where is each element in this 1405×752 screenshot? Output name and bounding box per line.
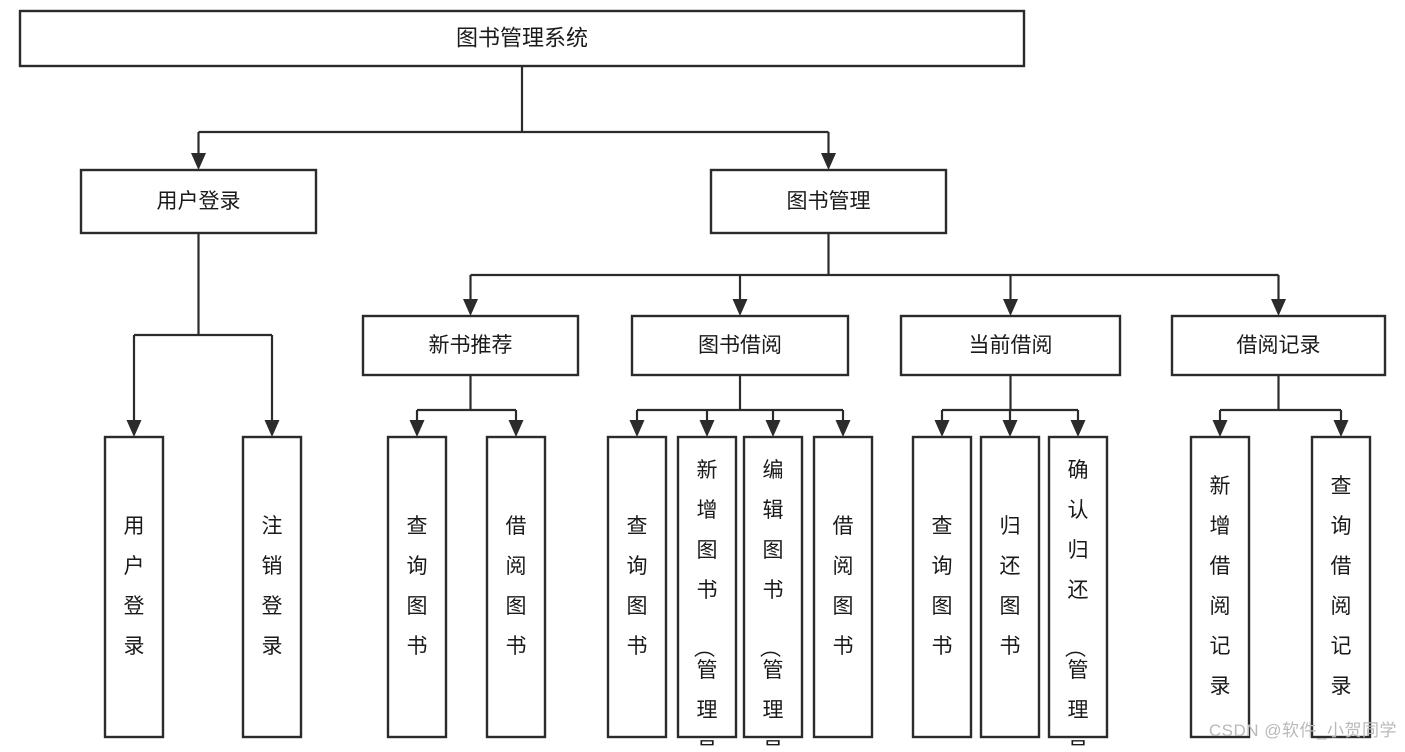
arrow-head-icon bbox=[765, 420, 781, 437]
node-label-current-borrow: 当前借阅 bbox=[969, 334, 1053, 357]
node-box-borrow-record[interactable] bbox=[1170, 314, 1387, 377]
node-label-user-logout: 注销登录 bbox=[262, 515, 283, 658]
node-box-user-logout[interactable] bbox=[241, 435, 303, 739]
node-label-undefined: 图书管理系统 bbox=[456, 25, 588, 50]
node-add-book-admin[interactable]: 新增图书（管理员） bbox=[676, 435, 738, 752]
node-query-book-1[interactable]: 查询图书 bbox=[386, 435, 448, 739]
node-user-logout[interactable]: 注销登录 bbox=[241, 435, 303, 739]
node-box-current-borrow[interactable] bbox=[899, 314, 1122, 377]
arrow-head-icon bbox=[821, 153, 836, 170]
watermark-label: CSDN @软件_小贺同学 bbox=[1208, 721, 1397, 740]
arrow-head-icon bbox=[934, 420, 950, 437]
node-box-add-borrow-record[interactable] bbox=[1189, 435, 1251, 739]
node-box-user-login[interactable] bbox=[79, 168, 318, 235]
node-label-borrow-record: 借阅记录 bbox=[1237, 334, 1321, 357]
node-box-new-book-recommend[interactable] bbox=[361, 314, 580, 377]
arrow-head-icon bbox=[191, 153, 206, 170]
arrow-head-icon bbox=[1002, 420, 1018, 437]
node-book-borrow[interactable]: 图书借阅 bbox=[630, 314, 850, 377]
connector-lines bbox=[126, 66, 1349, 437]
node-box-return-book[interactable] bbox=[979, 435, 1041, 739]
arrow-head-icon bbox=[126, 420, 142, 437]
node-box-query-borrow-record[interactable] bbox=[1310, 435, 1372, 739]
arrow-head-icon bbox=[463, 299, 478, 316]
node-borrow-book-2[interactable]: 借阅图书 bbox=[812, 435, 874, 739]
node-confirm-return-admin[interactable]: 确认归还（管理员） bbox=[1047, 435, 1109, 752]
arrow-head-icon bbox=[1271, 299, 1286, 316]
node-borrow-book-1[interactable]: 借阅图书 bbox=[485, 435, 547, 739]
arrow-head-icon bbox=[1333, 420, 1349, 437]
node-box-borrow-book-2[interactable] bbox=[812, 435, 874, 739]
arrow-head-icon bbox=[835, 420, 851, 437]
arrow-head-icon bbox=[264, 420, 280, 437]
node-box-confirm-return-admin[interactable] bbox=[1047, 435, 1109, 739]
node-label-book-borrow: 图书借阅 bbox=[698, 334, 782, 357]
node-box-undefined[interactable] bbox=[18, 9, 1026, 68]
node-query-borrow-record[interactable]: 查询借阅记录 bbox=[1310, 435, 1372, 739]
node-box-book-manage[interactable] bbox=[709, 168, 948, 235]
arrow-head-icon bbox=[699, 420, 715, 437]
node-add-borrow-record[interactable]: 新增借阅记录 bbox=[1189, 435, 1251, 739]
node-label-add-borrow-record: 新增借阅记录 bbox=[1210, 475, 1231, 698]
arrow-head-icon bbox=[1212, 420, 1228, 437]
node-box-edit-book-admin[interactable] bbox=[742, 435, 804, 739]
node-label-book-manage: 图书管理 bbox=[787, 190, 871, 213]
node-label-borrow-book-1: 借阅图书 bbox=[506, 515, 527, 658]
arrow-head-icon bbox=[409, 420, 425, 437]
node-user-login[interactable]: 用户登录 bbox=[79, 168, 318, 235]
node-undefined[interactable]: 图书管理系统 bbox=[18, 9, 1026, 68]
node-label-query-book-1: 查询图书 bbox=[407, 515, 428, 658]
node-query-book-3[interactable]: 查询图书 bbox=[911, 435, 973, 739]
node-box-query-book-3[interactable] bbox=[911, 435, 973, 739]
arrow-head-icon bbox=[1070, 420, 1086, 437]
node-box-book-borrow[interactable] bbox=[630, 314, 850, 377]
node-boxes: 图书管理系统用户登录图书管理新书推荐图书借阅当前借阅借阅记录用户登录注销登录查询… bbox=[18, 9, 1387, 752]
node-box-query-book-1[interactable] bbox=[386, 435, 448, 739]
node-edit-book-admin[interactable]: 编辑图书（管理员） bbox=[742, 435, 804, 752]
node-label-return-book: 归还图书 bbox=[1000, 515, 1021, 658]
arrow-head-icon bbox=[1003, 299, 1018, 316]
node-new-book-recommend[interactable]: 新书推荐 bbox=[361, 314, 580, 377]
node-box-borrow-book-1[interactable] bbox=[485, 435, 547, 739]
node-book-manage[interactable]: 图书管理 bbox=[709, 168, 948, 235]
node-current-borrow[interactable]: 当前借阅 bbox=[899, 314, 1122, 377]
node-label-query-book-2: 查询图书 bbox=[627, 515, 648, 658]
node-label-query-book-3: 查询图书 bbox=[932, 515, 953, 658]
arrow-head-icon bbox=[508, 420, 524, 437]
node-label-borrow-book-2: 借阅图书 bbox=[833, 515, 854, 658]
node-label-user-login-do: 用户登录 bbox=[124, 515, 145, 658]
node-box-add-book-admin[interactable] bbox=[676, 435, 738, 739]
node-label-user-login: 用户登录 bbox=[157, 190, 241, 213]
node-query-book-2[interactable]: 查询图书 bbox=[606, 435, 668, 739]
node-user-login-do[interactable]: 用户登录 bbox=[103, 435, 165, 739]
node-label-add-book-admin: 新增图书（管理员） bbox=[692, 459, 718, 747]
arrow-head-icon bbox=[629, 420, 645, 437]
node-label-new-book-recommend: 新书推荐 bbox=[429, 334, 513, 357]
node-return-book[interactable]: 归还图书 bbox=[979, 435, 1041, 739]
node-box-user-login-do[interactable] bbox=[103, 435, 165, 739]
node-box-query-book-2[interactable] bbox=[606, 435, 668, 739]
node-borrow-record[interactable]: 借阅记录 bbox=[1170, 314, 1387, 377]
arrow-head-icon bbox=[732, 299, 748, 316]
node-label-query-borrow-record: 查询借阅记录 bbox=[1331, 475, 1352, 698]
